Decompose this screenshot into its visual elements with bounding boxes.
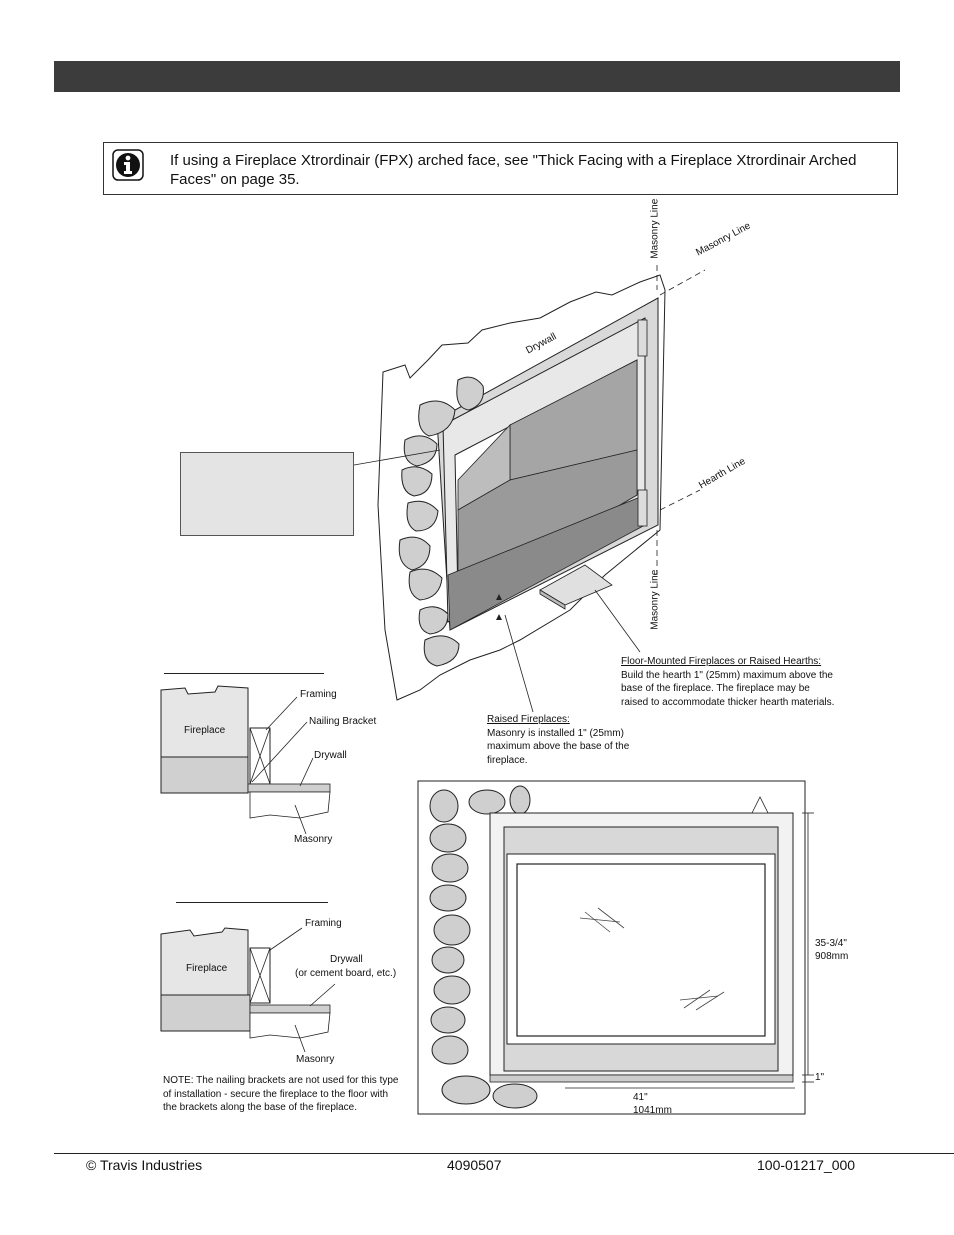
detail-2-note-line: the brackets along the base of the firep… xyxy=(163,1102,358,1113)
detail-2-fireplace-label: Fireplace xyxy=(186,963,228,974)
stone-column xyxy=(398,376,484,667)
floor-mounted-line: base of the fireplace. The fireplace may… xyxy=(621,683,810,694)
raised-line: Masonry is installed 1" (25mm) xyxy=(487,727,624,739)
note-text: If using a Fireplace Xtrordinair (FPX) a… xyxy=(170,152,857,188)
section-header-bar xyxy=(54,61,900,92)
callout-box xyxy=(180,452,354,536)
detail-2-note-line: NOTE: The nailing brackets are not used … xyxy=(163,1075,399,1086)
front-stone-column xyxy=(429,785,538,1109)
footer-copyright: © Travis Industries xyxy=(86,1157,203,1173)
floor-mounted-heading: Floor-Mounted Fireplaces or Raised Heart… xyxy=(621,656,822,667)
raised-heading: Raised Fireplaces: xyxy=(487,714,570,725)
detail-1-drywall-label: Drywall xyxy=(314,750,347,761)
floor-mounted-line: Build the hearth 1" (25mm) maximum above… xyxy=(621,669,833,681)
footer-part-number: 100-01217_000 xyxy=(757,1157,856,1173)
floor-mounted-line: raised to accommodate thicker hearth mat… xyxy=(621,696,835,708)
info-note: If using a Fireplace Xtrordinair (FPX) a… xyxy=(103,142,898,195)
detail-2-framing-label: Framing xyxy=(305,918,342,929)
raised-line: fireplace. xyxy=(487,754,528,766)
height-mm-label: 908mm xyxy=(815,951,849,962)
detail-1-heading-rule xyxy=(164,673,324,674)
nailing-bracket-bottom xyxy=(637,489,648,527)
detail-1-nailing-bracket-label: Nailing Bracket xyxy=(309,716,377,727)
raised-fireplace-note: Raised Fireplaces: Masonry is installed … xyxy=(487,713,629,767)
width-mm-label: 1041mm xyxy=(633,1105,672,1116)
footer-rule xyxy=(54,1153,954,1154)
detail-2-masonry-label: Masonry xyxy=(296,1054,335,1065)
detail-1-fireplace-label: Fireplace xyxy=(184,725,226,736)
hearth-gap-label: 1" xyxy=(815,1072,825,1083)
nailing-bracket-top xyxy=(637,319,648,357)
floor-mounted-note: Floor-Mounted Fireplaces or Raised Heart… xyxy=(621,655,834,709)
detail-2-heading-rule xyxy=(176,902,328,903)
width-inches-label: 41" xyxy=(633,1092,648,1103)
raised-line: maximum above the base of the xyxy=(487,741,630,752)
footer-doc-number: 4090507 xyxy=(447,1157,502,1173)
detail-2-drywall-label: Drywall xyxy=(330,954,363,965)
detail-1-masonry-label: Masonry xyxy=(294,834,333,845)
info-icon xyxy=(112,149,144,181)
detail-2-note: NOTE: The nailing brackets are not used … xyxy=(163,1074,399,1115)
detail-2-note-line: of installation - secure the fireplace t… xyxy=(163,1088,389,1100)
detail-1-framing-label: Framing xyxy=(300,689,337,700)
detail-2-drywall-sub-label: (or cement board, etc.) xyxy=(295,968,397,979)
height-inches-label: 35-3/4" xyxy=(815,938,847,949)
